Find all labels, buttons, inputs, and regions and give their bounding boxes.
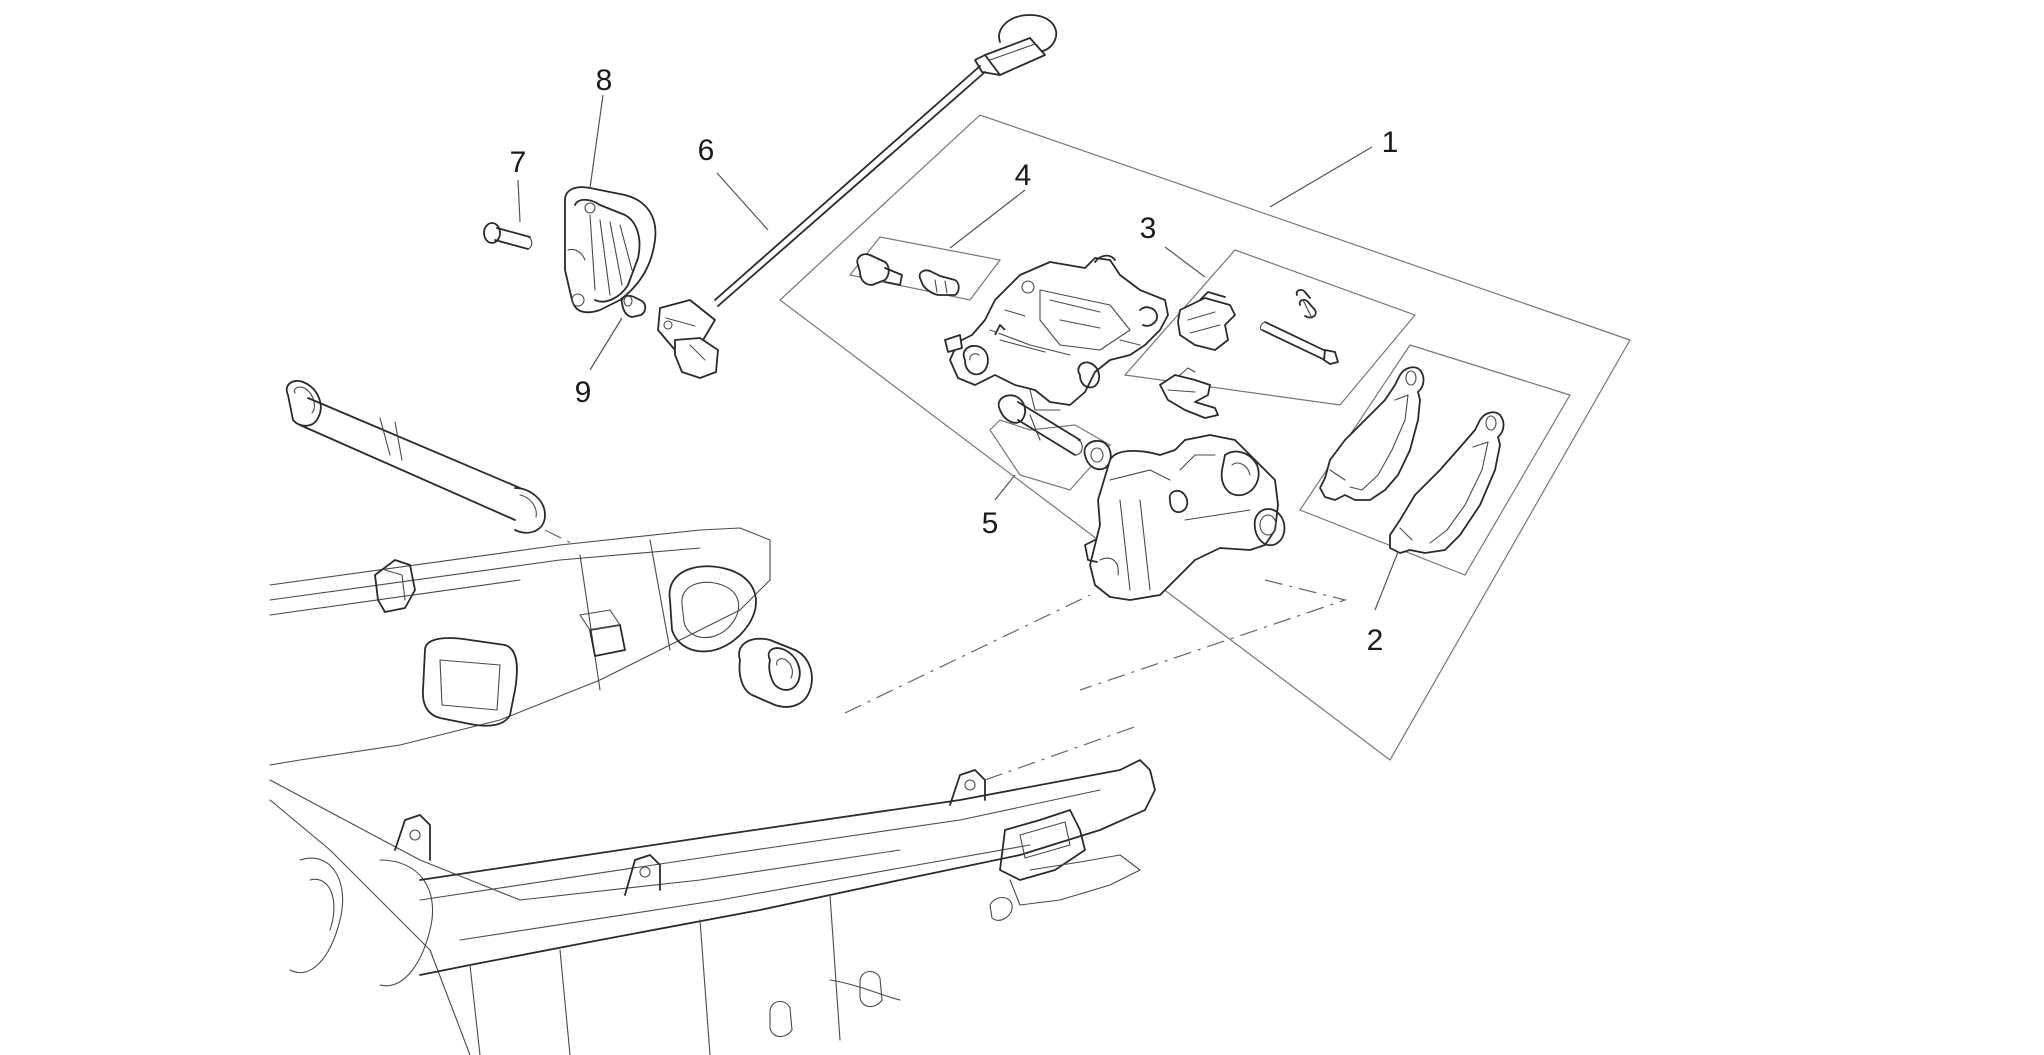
swingarm: [269, 527, 1156, 1055]
callout-3: 3: [1140, 212, 1157, 245]
abs-sensor: [657, 14, 1058, 379]
callout-4: 4: [1015, 159, 1032, 192]
sensor-spacer: [620, 294, 647, 318]
callout-1: 1: [1382, 126, 1399, 159]
assembly-centerlines: [544, 529, 1348, 781]
callout-5: 5: [982, 507, 999, 540]
cover-screw: [483, 222, 533, 250]
callout-labels: 1 2 3 4 5 6 7 8 9: [510, 64, 1399, 657]
axle-spacer: [738, 637, 813, 708]
kit-outline-boxes: [779, 114, 1631, 761]
pad-pins-and-clips: [1159, 288, 1339, 419]
brake-caliper: [944, 254, 1169, 411]
caliper-bracket: [1084, 434, 1286, 601]
wheel-axle: [285, 380, 546, 534]
bleed-screws: [856, 253, 960, 296]
leader-lines: [517, 94, 1399, 611]
sensor-cover: [564, 186, 657, 314]
callout-6: 6: [698, 134, 715, 167]
callout-2: 2: [1367, 624, 1384, 657]
caliper-bolt: [997, 394, 1112, 471]
callout-8: 8: [596, 64, 613, 97]
callout-9: 9: [575, 376, 592, 409]
brake-pads: [1319, 366, 1505, 554]
callout-7: 7: [510, 146, 527, 179]
